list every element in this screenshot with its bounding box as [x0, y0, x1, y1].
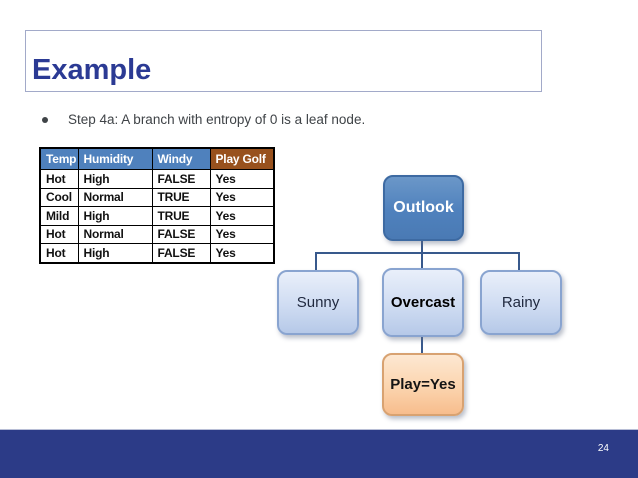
connector-overcast-to-leaf [420, 333, 423, 353]
tree-node-overcast: Overcast [382, 268, 464, 337]
table-row: Cool Normal TRUE Yes [39, 187, 275, 207]
table-cell: High [77, 169, 153, 189]
title-box: Example [25, 30, 542, 92]
table-cell: Hot [39, 224, 79, 244]
connector-root-down [420, 237, 423, 253]
table-cell: High [77, 243, 153, 263]
table-cell: Hot [39, 169, 79, 189]
table-row: Mild High TRUE Yes [39, 206, 275, 226]
table-cell: Yes [209, 224, 275, 244]
page-title: Example [32, 54, 152, 86]
bullet-text: Step 4a: A branch with entropy of 0 is a… [68, 112, 366, 127]
table-cell: Yes [209, 187, 275, 207]
connector-to-rainy [518, 252, 520, 270]
tree-node-rainy: Rainy [480, 270, 562, 335]
table-cell: FALSE [151, 224, 211, 244]
table-cell: TRUE [151, 187, 211, 207]
column-header-play-golf: Play Golf [209, 147, 275, 170]
table-cell: Normal [77, 187, 153, 207]
table-cell: TRUE [151, 206, 211, 226]
table-cell: Mild [39, 206, 79, 226]
table-row: Hot Normal FALSE Yes [39, 224, 275, 244]
table-cell: Hot [39, 243, 79, 263]
bullet-icon [42, 117, 48, 123]
tree-node-play-yes: Play=Yes [382, 353, 464, 416]
table-row: Hot High FALSE Yes [39, 243, 275, 263]
connector-to-overcast [420, 252, 423, 268]
footer-bar: 24 [0, 429, 638, 478]
column-header-humidity: Humidity [77, 147, 153, 170]
connector-to-sunny [315, 252, 317, 270]
table-cell: Normal [77, 224, 153, 244]
tree-node-sunny: Sunny [277, 270, 359, 335]
table-cell: Yes [209, 169, 275, 189]
column-header-windy: Windy [151, 147, 211, 170]
play-golf-table: Temp Humidity Windy Play Golf Hot High F… [39, 147, 275, 264]
table-cell: FALSE [151, 169, 211, 189]
tree-node-outlook: Outlook [383, 175, 464, 241]
page-number: 24 [597, 443, 609, 454]
table-header-row: Temp Humidity Windy Play Golf [39, 147, 275, 170]
table-cell: High [77, 206, 153, 226]
table-cell: FALSE [151, 243, 211, 263]
table-cell: Yes [209, 206, 275, 226]
column-header-temp: Temp [39, 147, 79, 170]
table-cell: Yes [209, 243, 275, 263]
connector-branch-horizontal [315, 252, 520, 254]
table-cell: Cool [39, 187, 79, 207]
bullet-item: Step 4a: A branch with entropy of 0 is a… [42, 112, 365, 128]
table-row: Hot High FALSE Yes [39, 169, 275, 189]
